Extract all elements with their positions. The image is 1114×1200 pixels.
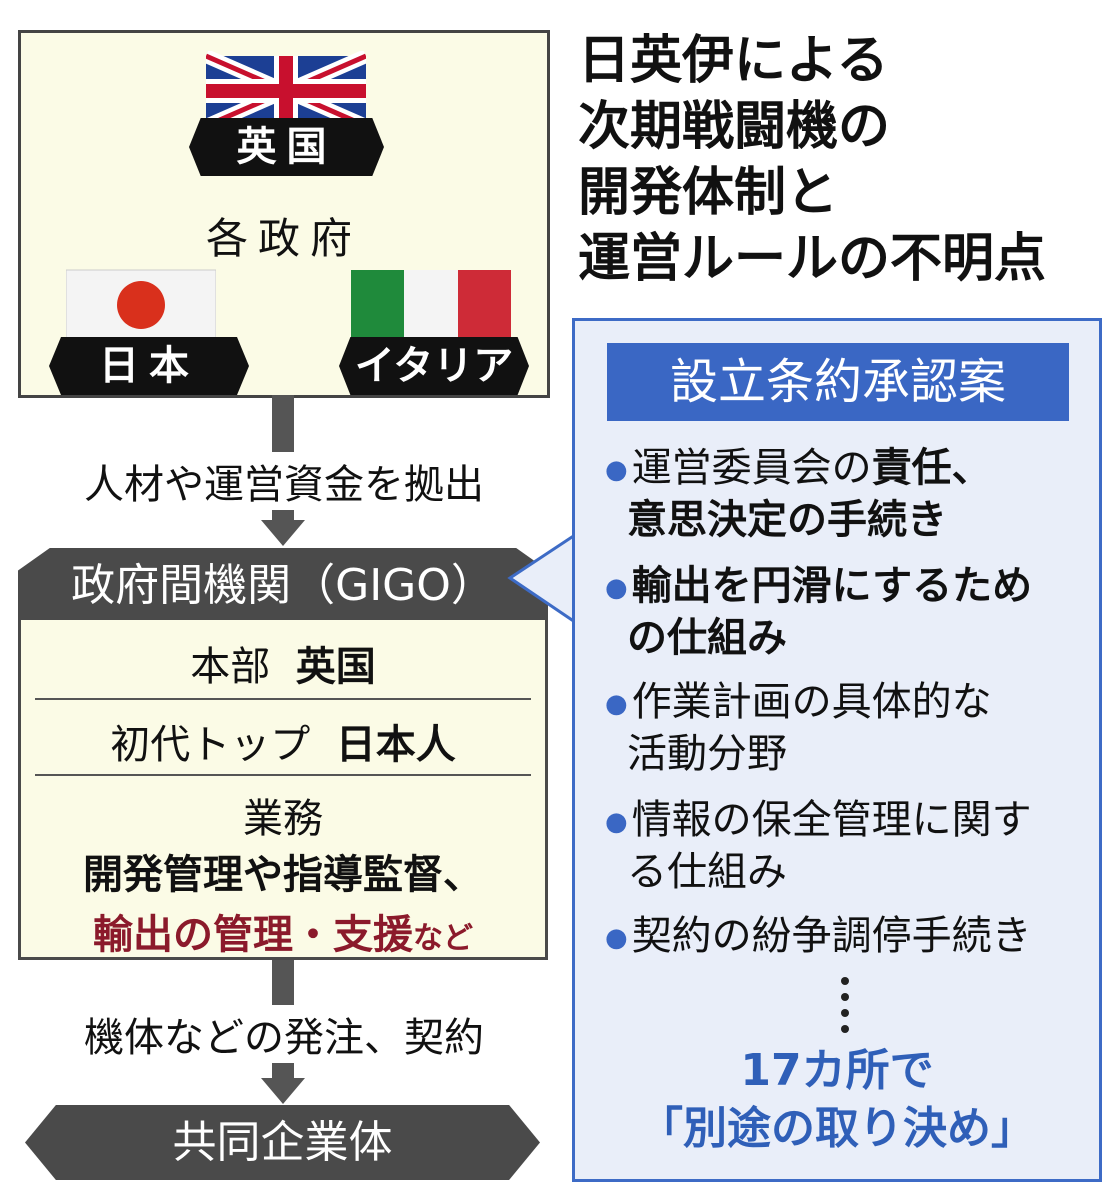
governments-box: 英国 各政府 日本 イタリア xyxy=(18,30,550,398)
divider xyxy=(35,774,531,776)
arrow-down-icon xyxy=(261,520,305,546)
treaty-panel: 設立条約承認案 ●運営委員会の責任、 意思決定の手続き ●輸出を円滑にするため … xyxy=(572,318,1102,1182)
title-line: 日英伊による xyxy=(578,31,889,91)
italy-flag-icon xyxy=(351,270,511,340)
panel-header: 設立条約承認案 xyxy=(607,343,1069,421)
gigo-header: 政府間機関（GIGO） xyxy=(18,548,548,623)
hq-row: 本部 英国 xyxy=(21,634,545,692)
order-label: 機体などの発注、契約 xyxy=(50,1005,518,1063)
top-row: 初代トップ 日本人 xyxy=(21,712,545,770)
duties-tail: など xyxy=(413,921,473,956)
duties-label: 業務 xyxy=(243,796,323,842)
list-item: ●作業計画の具体的な 活動分野 xyxy=(605,679,992,777)
list-item: ●輸出を円滑にするため の仕組み xyxy=(605,563,1033,661)
ellipsis-dot xyxy=(841,1025,849,1033)
uk-label: 英国 xyxy=(189,118,384,176)
page-title: 日英伊による 次期戦闘機の 開発体制と 運営ルールの不明点 xyxy=(578,28,1046,292)
ellipsis-dot xyxy=(841,993,849,1001)
gigo-body: 本部 英国 初代トップ 日本人 業務 開発管理や指導監督、 輸出の管理・支援など xyxy=(18,620,548,960)
gigo-box: 政府間機関（GIGO） 本部 英国 初代トップ 日本人 業務 開発管理や指導監督… xyxy=(18,548,548,960)
title-line: 運営ルールの不明点 xyxy=(578,229,1047,289)
duties-line2: 輸出の管理・支援など xyxy=(21,902,545,960)
duties-emphasis: 輸出の管理・支援 xyxy=(93,912,413,958)
japan-label: 日本 xyxy=(49,337,249,395)
hq-label: 本部 xyxy=(190,644,271,690)
arrow-down-icon xyxy=(261,1078,305,1104)
list-item: ●情報の保全管理に関す る仕組み xyxy=(605,797,1032,895)
divider xyxy=(35,698,531,700)
list-item: ●運営委員会の責任、 意思決定の手続き xyxy=(605,445,992,543)
uk-flag-icon xyxy=(206,51,366,131)
italy-label: イタリア xyxy=(339,337,529,395)
joint-venture-box: 共同企業体 xyxy=(25,1105,540,1180)
governments-label: 各政府 xyxy=(205,214,362,263)
ellipsis-dot xyxy=(841,977,849,985)
conclusion-line2: 「別途の取り決め」 xyxy=(639,1103,1035,1154)
top-label: 初代トップ xyxy=(110,722,311,768)
ellipsis-dot xyxy=(841,1009,849,1017)
japan-flag-icon xyxy=(66,269,216,341)
contribution-label: 人材や運営資金を拠出 xyxy=(40,452,528,510)
hq-value: 英国 xyxy=(295,644,376,690)
duties-line1: 開発管理や指導監督、 xyxy=(83,852,483,898)
title-line: 開発体制と xyxy=(578,163,839,223)
callout-pointer xyxy=(507,530,580,630)
top-value: 日本人 xyxy=(335,722,456,768)
list-item: ●契約の紛争調停手続き xyxy=(605,913,1032,959)
conclusion-line1: 17カ所で xyxy=(740,1045,934,1096)
title-line: 次期戦闘機の xyxy=(578,97,891,157)
